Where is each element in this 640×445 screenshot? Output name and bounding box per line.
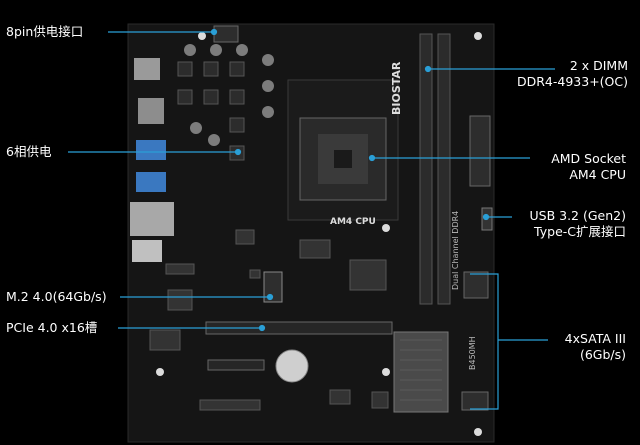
callout-pcie: PCIe 4.0 x16槽 [6,320,98,335]
callout-8pin-power: 8pin供电接口 [6,24,84,39]
brand-silkscreen: BIOSTAR [390,61,403,115]
vrm-capacitors [184,44,274,146]
rear-io-hdmi [134,58,160,80]
atx-24pin-connector [469,115,491,187]
rear-io-dp [138,98,164,124]
callout-dimm-line2: DDR4-4933+(OC) [516,74,628,89]
callout-socket-line1: AMD Socket [551,151,626,166]
dimm-slot-1 [419,33,433,305]
model-silkscreen: B450MH [468,336,477,370]
callout-sata: 4xSATA III (6Gb/s) [565,331,626,363]
callout-socket: AMD Socket AM4 CPU [551,151,626,183]
rear-io-lan [130,202,174,236]
callout-usb: USB 3.2 (Gen2) Type-C扩展接口 [530,208,627,240]
sata-ports-lower [461,391,489,411]
callout-dimm-line1: 2 x DIMM [569,58,628,73]
dimm-slot-2 [437,33,451,305]
chipset-heatsink [393,331,449,413]
callout-lines [68,28,555,410]
callout-usb-line1: USB 3.2 (Gen2) [529,208,627,223]
vrm-chokes [177,61,245,161]
rear-io-audio [132,240,162,262]
rear-io-usb-1 [136,140,166,160]
dual-channel-silkscreen: Dual Channel DDR4 [451,211,460,290]
sata-ports-upper [463,271,489,299]
callout-socket-line2: AM4 CPU [569,167,626,182]
cpu-socket [287,79,399,221]
board-components [149,229,389,411]
cmos-battery [275,349,309,383]
rear-io-usb-2 [136,172,166,192]
callout-sata-line1: 4xSATA III [564,331,626,346]
cpu-8pin-connector [213,25,239,43]
screw-holes [156,32,482,436]
socket-silkscreen: AM4 CPU [330,217,376,227]
callout-m2: M.2 4.0(64Gb/s) [6,289,107,304]
pcie-x1-slot [207,359,265,371]
callout-vrm: 6相供电 [6,144,52,159]
callout-usb-line2: Type-C扩展接口 [534,224,626,239]
callout-dimm: 2 x DIMM DDR4-4933+(OC) [517,58,628,90]
callout-sata-line2: (6Gb/s) [579,347,626,362]
